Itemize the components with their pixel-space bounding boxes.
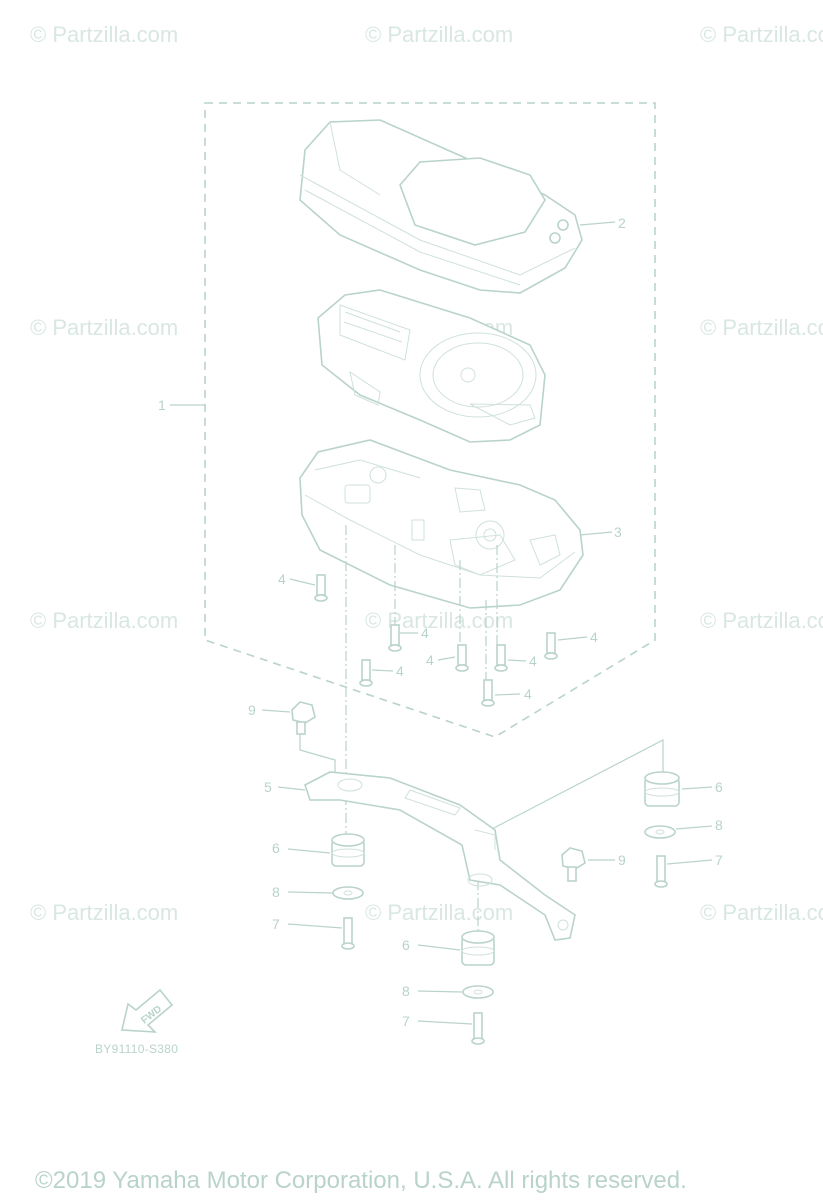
callout-8: 8 bbox=[715, 817, 723, 833]
bolt[interactable] bbox=[291, 701, 316, 735]
callout-6: 6 bbox=[715, 779, 723, 795]
screw[interactable] bbox=[388, 624, 402, 652]
callout-4: 4 bbox=[426, 652, 434, 668]
washer[interactable] bbox=[332, 886, 364, 900]
callout-9: 9 bbox=[618, 852, 626, 868]
assembly-boundary bbox=[204, 102, 656, 738]
callout-2: 2 bbox=[618, 215, 626, 231]
screw[interactable] bbox=[341, 917, 355, 950]
watermark-text: © Partzilla.com bbox=[30, 315, 178, 340]
screw[interactable] bbox=[481, 679, 495, 707]
watermark-text: © Partzilla.com bbox=[30, 608, 178, 633]
callout-6: 6 bbox=[402, 937, 410, 953]
watermark-text: © Partzilla.com bbox=[30, 900, 178, 925]
callout-4: 4 bbox=[421, 625, 429, 641]
screw[interactable] bbox=[359, 659, 373, 687]
callout-4: 4 bbox=[590, 629, 598, 645]
callout-8: 8 bbox=[402, 983, 410, 999]
callout-4: 4 bbox=[278, 571, 286, 587]
callout-4: 4 bbox=[396, 663, 404, 679]
watermark-text: © Partzilla.com bbox=[700, 315, 823, 340]
callout-7: 7 bbox=[715, 852, 723, 868]
callouts: 1 2 3 4 4 4 4 4 4 4 5 6 6 6 7 7 7 8 8 8 … bbox=[158, 215, 723, 1029]
callout-8: 8 bbox=[272, 884, 280, 900]
watermark-text: © Partzilla.com bbox=[365, 22, 513, 47]
washer[interactable] bbox=[644, 825, 676, 839]
callout-7: 7 bbox=[402, 1013, 410, 1029]
meter-bracket[interactable] bbox=[304, 771, 576, 941]
callout-4: 4 bbox=[529, 653, 537, 669]
callout-9: 9 bbox=[248, 702, 256, 718]
copyright-notice: ©2019 Yamaha Motor Corporation, U.S.A. A… bbox=[35, 1167, 687, 1194]
screw[interactable] bbox=[314, 574, 328, 602]
watermark-text: © Partzilla.com bbox=[700, 900, 823, 925]
watermark-text: © Partzilla.com bbox=[365, 900, 513, 925]
callout-5: 5 bbox=[264, 779, 272, 795]
meter-face bbox=[317, 289, 546, 443]
watermark-text: © Partzilla.com bbox=[30, 22, 178, 47]
leader-lines bbox=[170, 221, 713, 1025]
watermark-text: © Partzilla.com bbox=[700, 22, 823, 47]
callout-7: 7 bbox=[272, 916, 280, 932]
screw[interactable] bbox=[471, 1012, 485, 1045]
damper[interactable] bbox=[331, 833, 365, 867]
washer[interactable] bbox=[462, 985, 494, 999]
damper[interactable] bbox=[461, 930, 495, 966]
callout-6: 6 bbox=[272, 840, 280, 856]
diagram-code: BY91110-S380 bbox=[95, 1042, 178, 1056]
screw[interactable] bbox=[544, 632, 558, 660]
meter-upper-cover[interactable] bbox=[299, 119, 583, 294]
bolt[interactable] bbox=[561, 847, 586, 882]
meter-lower-case[interactable] bbox=[299, 439, 584, 609]
screw[interactable] bbox=[654, 855, 668, 888]
screws-part-4 bbox=[314, 574, 558, 707]
callout-3: 3 bbox=[614, 524, 622, 540]
callout-1: 1 bbox=[158, 397, 166, 413]
screw[interactable] bbox=[455, 644, 469, 672]
screw[interactable] bbox=[494, 644, 508, 672]
callout-4: 4 bbox=[524, 686, 532, 702]
damper[interactable] bbox=[644, 771, 680, 807]
watermark-text: © Partzilla.com bbox=[700, 608, 823, 633]
watermark-text: © Partzilla.com bbox=[365, 608, 513, 633]
fwd-arrow-icon: FWD bbox=[121, 988, 174, 1033]
